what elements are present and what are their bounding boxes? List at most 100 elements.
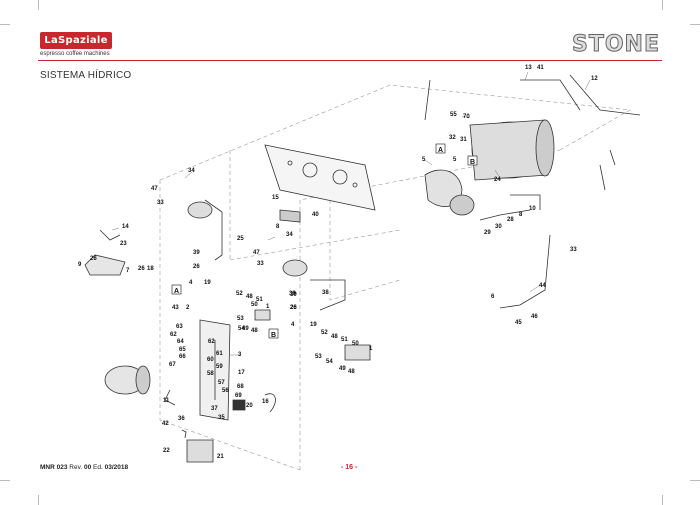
ed-label: Ed. xyxy=(93,464,103,471)
callout-number: 20 xyxy=(246,403,253,409)
callout-number: 34 xyxy=(188,168,195,174)
callout-number: 12 xyxy=(591,76,598,82)
callout-number: 53 xyxy=(237,316,244,322)
callout-number: 19 xyxy=(310,322,317,328)
logo-text: LaSpaziale xyxy=(44,35,108,46)
callout-number: 23 xyxy=(120,241,127,247)
callout-number: 39 xyxy=(289,291,296,297)
callout-number: 10 xyxy=(529,206,536,212)
callout-number: 62 xyxy=(170,332,177,338)
callout-number: 33 xyxy=(570,247,577,253)
callout-number: 47 xyxy=(151,186,158,192)
callout-number: 68 xyxy=(237,384,244,390)
callout-number: 49 xyxy=(339,366,346,372)
callout-number: 33 xyxy=(257,261,264,267)
callout-number: 18 xyxy=(147,266,154,272)
callout-number: 6 xyxy=(491,294,495,300)
callout-number: 26 xyxy=(90,256,97,262)
callout-number: 50 xyxy=(251,302,258,308)
callout-number: 49 xyxy=(242,326,249,332)
callout-number: 62 xyxy=(208,339,215,345)
callout-number: 16 xyxy=(262,399,269,405)
ref-box-label: B xyxy=(470,159,475,166)
callout-number: 3 xyxy=(238,352,242,358)
callout-number: 54 xyxy=(238,326,245,332)
callout-number: 8 xyxy=(276,224,280,230)
callout-number: 56 xyxy=(222,388,229,394)
callout-number: 55 xyxy=(450,112,457,118)
callout-number: 28 xyxy=(507,217,514,223)
ed-date: 03/2018 xyxy=(104,464,129,471)
callout-number: 9 xyxy=(78,262,82,268)
callout-number: 32 xyxy=(449,135,456,141)
callout-number: 46 xyxy=(531,314,538,320)
callout-number: 52 xyxy=(321,330,328,336)
callout-number: 21 xyxy=(217,454,224,460)
callout-number: 11 xyxy=(163,398,170,404)
callout-number: 48 xyxy=(251,328,258,334)
callout-number: 26 xyxy=(138,266,145,272)
callout-number: 33 xyxy=(157,200,164,206)
crop-mark xyxy=(38,495,39,505)
callout-number: 36 xyxy=(178,416,185,422)
callout-number: 25 xyxy=(237,236,244,242)
callout-number: 37 xyxy=(211,406,218,412)
callout-number: 43 xyxy=(172,305,179,311)
rev-number: 00 xyxy=(83,464,92,471)
crop-mark xyxy=(662,495,663,505)
callout-number: 17 xyxy=(238,370,245,376)
callout-number: 1 xyxy=(266,304,270,310)
brand-tagline: espresso coffee machines xyxy=(40,51,110,57)
callout-number: 61 xyxy=(216,351,223,357)
crop-mark xyxy=(662,0,663,10)
callout-number: 4 xyxy=(291,322,295,328)
callout-number: 58 xyxy=(207,371,214,377)
callout-number: 13 xyxy=(525,65,532,71)
callout-number: 26 xyxy=(290,305,297,311)
callout-number: 70 xyxy=(463,114,470,120)
callout-number: 40 xyxy=(312,212,319,218)
callout-number: 31 xyxy=(460,137,467,143)
callout-number: 63 xyxy=(176,324,183,330)
callout-number: 45 xyxy=(515,320,522,326)
callout-number: 59 xyxy=(216,364,223,370)
crop-mark xyxy=(690,24,700,25)
crop-mark xyxy=(690,480,700,481)
callout-number: 30 xyxy=(495,224,502,230)
callout-number: 51 xyxy=(256,297,263,303)
callout-number: 2 xyxy=(186,305,190,311)
callout-number: 5 xyxy=(422,157,426,163)
callout-number: 51 xyxy=(341,337,348,343)
callout-number: 29 xyxy=(484,230,491,236)
callout-number: 26 xyxy=(193,264,200,270)
crop-mark xyxy=(38,0,39,10)
callout-number: 1 xyxy=(369,346,373,352)
callout-number: 47 xyxy=(253,250,260,256)
ref-box-label: A xyxy=(174,288,179,295)
callout-number: 41 xyxy=(537,65,544,71)
document-reference: MNR 023 Rev. 00 Ed. 03/2018 xyxy=(40,464,128,471)
callout-number: 48 xyxy=(348,369,355,375)
callout-number: 7 xyxy=(126,268,130,274)
callout-number: 57 xyxy=(218,380,225,386)
crop-mark xyxy=(0,480,10,481)
page-number: - 16 - xyxy=(341,464,358,471)
callout-number: 34 xyxy=(286,232,293,238)
callout-number: 50 xyxy=(352,341,359,347)
callout-number: 48 xyxy=(246,294,253,300)
callout-number: 65 xyxy=(179,347,186,353)
callout-number: 64 xyxy=(177,339,184,345)
callout-number: 52 xyxy=(236,291,243,297)
brand-logo: LaSpaziale xyxy=(40,32,112,49)
callout-number: 22 xyxy=(163,448,170,454)
callout-number: 26 xyxy=(290,305,297,311)
section-title: SISTEMA HÍDRICO xyxy=(40,70,132,81)
callout-number: 53 xyxy=(315,354,322,360)
header-divider xyxy=(38,60,662,61)
callout-number: 54 xyxy=(326,359,333,365)
callout-number: 24 xyxy=(494,177,501,183)
callout-number: 15 xyxy=(272,195,279,201)
callout-number: 38 xyxy=(322,290,329,296)
